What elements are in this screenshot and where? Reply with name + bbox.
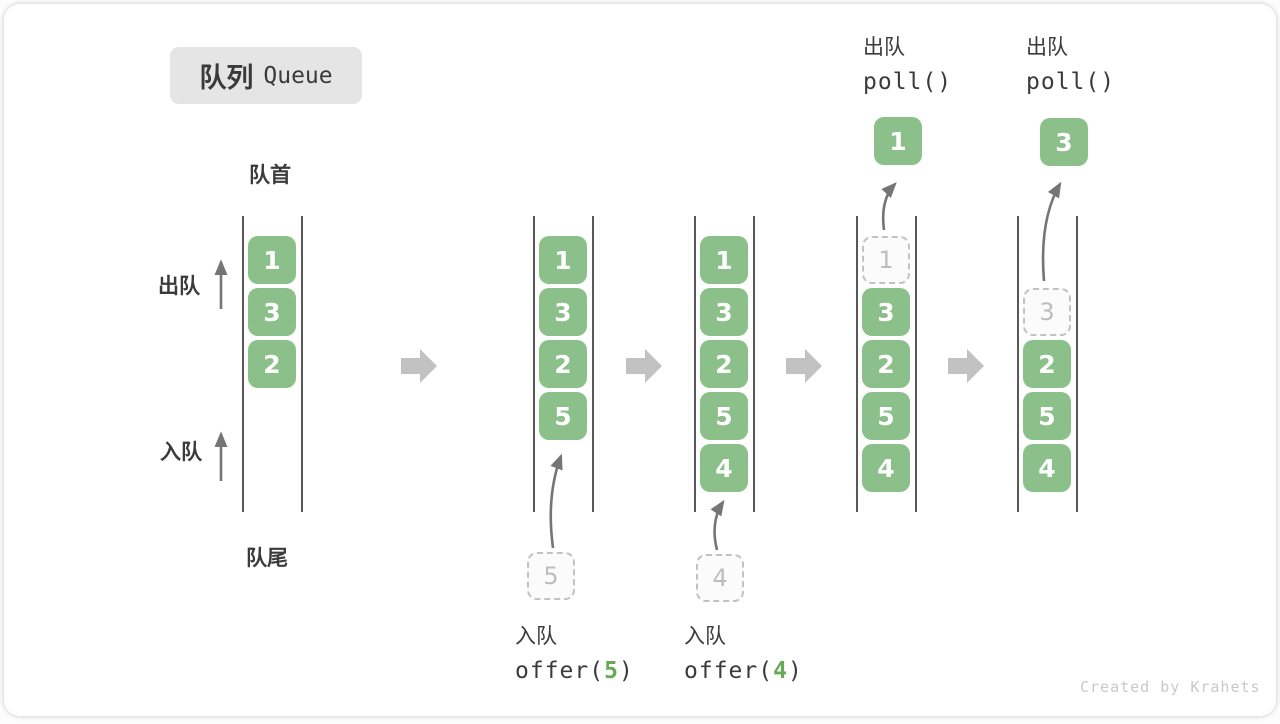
queue-rail-right — [301, 216, 303, 512]
dequeue-side-label: 出队 — [158, 274, 200, 298]
watermark: Created by Krahets — [1080, 678, 1261, 696]
dequeued-item: 1 — [874, 117, 922, 165]
enqueue-operation-2-label: 入队 — [684, 624, 726, 648]
queue-item: 5 — [700, 392, 748, 440]
badge-title-en: Queue — [263, 62, 333, 89]
queue-item-ghost: 1 — [862, 236, 910, 284]
queue-rail-left — [242, 216, 244, 512]
queue-rail-left — [856, 216, 858, 512]
dequeued-item: 3 — [1040, 118, 1088, 166]
queue-rail-left — [533, 216, 535, 512]
queue-item: 4 — [700, 444, 748, 492]
dequeue-operation-1-label: 出队 — [863, 35, 905, 59]
queue-item: 3 — [862, 288, 910, 336]
queue-item: 4 — [862, 444, 910, 492]
enqueue-side-label: 入队 — [160, 440, 202, 464]
queue-item: 5 — [539, 392, 587, 440]
queue-rail-left — [694, 216, 696, 512]
dequeue-operation-2: 出队 poll() — [1026, 30, 1115, 100]
queue-item: 1 — [248, 236, 296, 284]
queue-item: 2 — [862, 340, 910, 388]
queue-item: 4 — [1023, 444, 1071, 492]
queue-item: 2 — [1023, 340, 1071, 388]
dequeue-operation-2-label: 出队 — [1026, 35, 1068, 59]
queue-front-label: 队首 — [249, 163, 291, 187]
queue-rail-right — [915, 216, 917, 512]
title-badge: 队列 Queue — [170, 47, 362, 104]
dequeue-operation-1: 出队 poll() — [863, 30, 952, 100]
queue-item: 2 — [700, 340, 748, 388]
queue-item: 3 — [248, 288, 296, 336]
enqueue-operation-2: 入队 offer(4) — [684, 619, 803, 689]
queue-rail-right — [1076, 216, 1078, 512]
queue-rail-left — [1017, 216, 1019, 512]
enqueue-operation-1-label: 入队 — [515, 624, 557, 648]
queue-item: 3 — [539, 288, 587, 336]
queue-rail-right — [753, 216, 755, 512]
incoming-item: 4 — [696, 554, 744, 602]
queue-rail-right — [592, 216, 594, 512]
dequeue-operation-1-code: poll() — [863, 69, 953, 95]
enqueue-operation-1: 入队 offer(5) — [515, 619, 634, 689]
queue-item: 1 — [539, 236, 587, 284]
queue-item: 2 — [248, 340, 296, 388]
queue-item: 2 — [539, 340, 587, 388]
queue-item: 5 — [862, 392, 910, 440]
dequeue-operation-2-code: poll() — [1026, 69, 1116, 95]
queue-item: 3 — [700, 288, 748, 336]
queue-item: 1 — [700, 236, 748, 284]
diagram-card: 队列 Queue 队首 队尾 出队 入队 出队 poll() 出队 poll()… — [4, 4, 1276, 716]
queue-item-ghost: 3 — [1023, 288, 1071, 336]
incoming-item: 5 — [527, 552, 575, 600]
queue-rear-label: 队尾 — [246, 546, 288, 570]
badge-title-zh: 队列 — [199, 63, 254, 94]
queue-item: 5 — [1023, 392, 1071, 440]
enqueue-operation-1-code: offer(5) — [515, 658, 634, 684]
enqueue-operation-2-code: offer(4) — [684, 658, 803, 684]
